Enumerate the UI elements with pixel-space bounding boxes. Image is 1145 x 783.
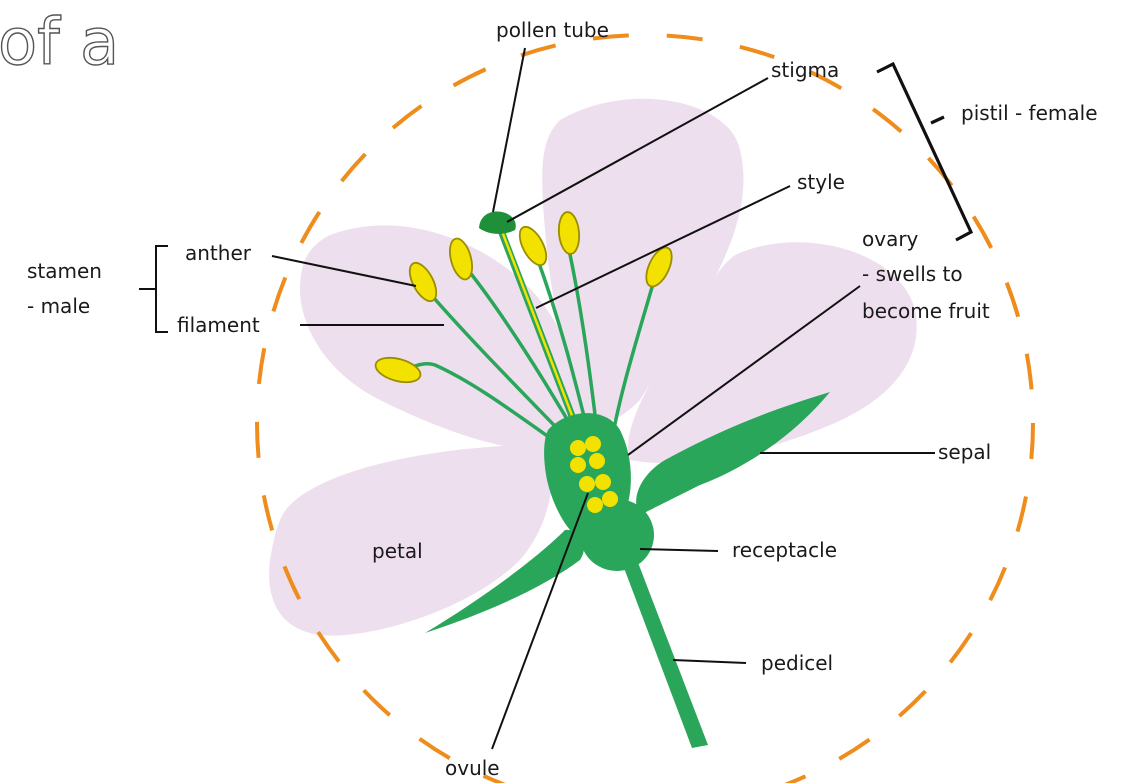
- leader-receptacle: [640, 549, 718, 551]
- ovule-dot-6: [595, 474, 611, 490]
- leader-pollen-tube: [493, 48, 525, 212]
- label-ovary-note-2: become fruit: [862, 299, 990, 323]
- label-sepal: sepal: [938, 440, 991, 464]
- label-petal: petal: [372, 539, 423, 563]
- label-ovary-note-1: - swells to: [862, 262, 963, 286]
- leader-pedicel: [673, 660, 746, 663]
- ovule-dot-7: [587, 497, 603, 513]
- label-style: style: [797, 170, 845, 194]
- ovule-dot-5: [579, 476, 595, 492]
- stigma-shape: [479, 212, 516, 234]
- pedicel-shape: [621, 560, 708, 748]
- label-receptacle: receptacle: [732, 538, 837, 562]
- ovule-dot-3: [570, 457, 586, 473]
- ovule-dot-4: [589, 453, 605, 469]
- ovule-dot-2: [585, 436, 601, 452]
- label-ovule: ovule: [445, 756, 500, 780]
- label-pedicel: pedicel: [761, 651, 833, 675]
- label-stamen-1: stamen: [27, 259, 102, 283]
- pistil-bracket: [877, 64, 971, 240]
- title-fragment: of a: [0, 6, 119, 80]
- label-pollen-tube: pollen tube: [496, 18, 609, 42]
- label-pistil: pistil - female: [961, 101, 1098, 125]
- label-ovary: ovary: [862, 227, 919, 251]
- ovule-dot-1: [570, 440, 586, 456]
- label-stigma: stigma: [771, 58, 839, 82]
- label-filament: filament: [177, 313, 260, 337]
- stamen-bracket: [139, 246, 168, 332]
- ovule-dot-8: [602, 491, 618, 507]
- label-stamen-2: - male: [27, 294, 90, 318]
- label-anther: anther: [185, 241, 252, 265]
